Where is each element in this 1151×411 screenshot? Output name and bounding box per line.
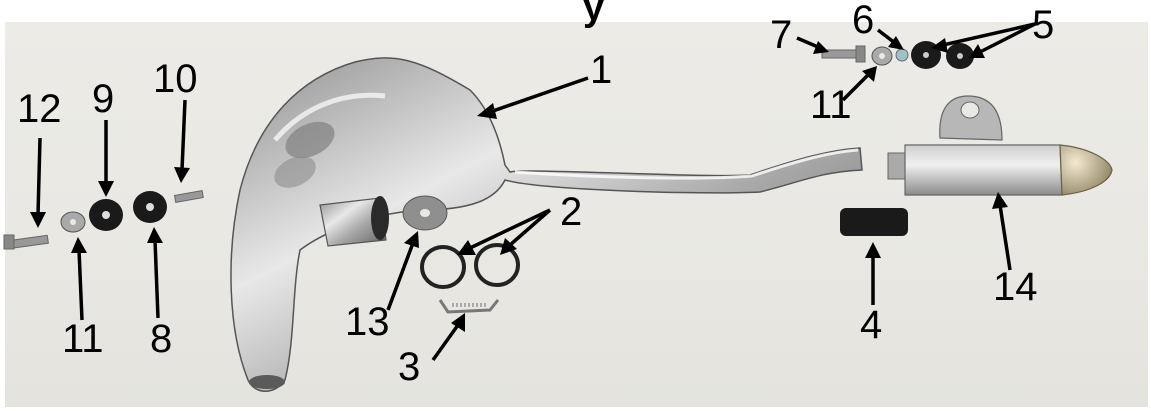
expansion-chamber-pipe	[231, 58, 862, 391]
callout-5: 5	[1032, 3, 1054, 47]
callout-6: 6	[852, 0, 874, 42]
callout-14: 14	[993, 265, 1038, 309]
callout-10: 10	[153, 57, 198, 101]
callout-9: 9	[92, 77, 114, 121]
rubber-sleeve	[840, 208, 908, 236]
callout-13: 13	[345, 300, 390, 344]
flat-washer	[403, 196, 447, 230]
silencer-muffler	[888, 96, 1112, 195]
callout-11-left: 11	[62, 317, 104, 361]
callout-8: 8	[150, 317, 172, 361]
callout-2: 2	[560, 190, 582, 234]
callout-4: 4	[860, 303, 882, 347]
exhaust-spring	[440, 300, 498, 312]
callout-3: 3	[398, 345, 420, 389]
callout-1: 1	[590, 48, 612, 92]
callout-12: 12	[17, 87, 62, 131]
callout-7: 7	[770, 13, 792, 57]
callout-11-right: 11	[810, 83, 852, 127]
left-mount-hardware	[4, 191, 203, 249]
title-fragment: y	[583, 0, 604, 29]
